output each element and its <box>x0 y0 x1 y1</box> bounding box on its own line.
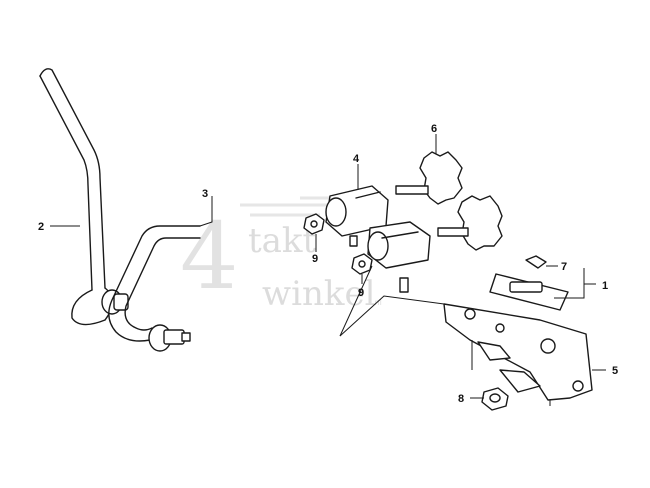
right-handlebar-part <box>108 225 201 352</box>
callout-9-lower: 9 <box>358 287 364 299</box>
callout-4: 4 <box>353 153 360 165</box>
leader-lines <box>50 134 606 399</box>
callout-labels: 1 2 3 4 5 6 7 8 9 9 <box>38 123 618 405</box>
nut-part-8 <box>481 387 509 411</box>
callout-7: 7 <box>561 261 567 273</box>
callout-3: 3 <box>202 188 208 200</box>
callout-9-upper: 9 <box>312 253 318 265</box>
watermark-number: 4 <box>180 203 239 310</box>
watermark-word-bottom: winkel <box>262 274 375 314</box>
small-clip-part <box>525 255 547 269</box>
callout-2: 2 <box>38 221 44 233</box>
knob-bolt-part <box>395 151 503 251</box>
callout-5: 5 <box>612 365 618 377</box>
callout-6: 6 <box>431 123 437 135</box>
small-plate-part <box>489 273 569 311</box>
nut-part-9a <box>303 213 325 235</box>
nut-part-9b <box>351 253 373 275</box>
clamp-holder-part <box>325 185 431 293</box>
callout-8: 8 <box>458 393 464 405</box>
left-handlebar-part <box>39 68 129 326</box>
callout-1: 1 <box>602 280 608 292</box>
lower-bracket-part <box>443 303 593 406</box>
